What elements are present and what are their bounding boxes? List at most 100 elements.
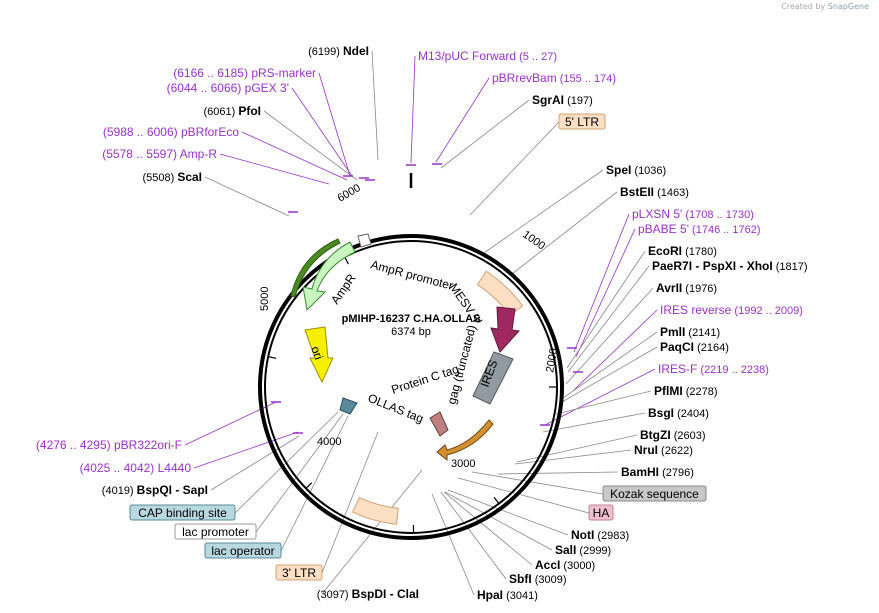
site-name: SbfI [509, 572, 532, 586]
site-position: (3097) [317, 589, 352, 601]
site-label-paer7i-pspxi-xhoi: PaeR7I - PspXI - XhoI (1817) [652, 259, 808, 273]
tick-label-1000: 1000 [520, 229, 547, 253]
site-label-pbrforeco: (5988 .. 6006) pBRforEco [103, 125, 239, 139]
site-name: M13/pUC Forward [418, 49, 516, 63]
site-position: (6199) [308, 46, 343, 58]
site-name: SpeI [606, 163, 631, 177]
leader-line [435, 77, 490, 163]
site-name: pGEX 3' [245, 81, 289, 95]
site-position: (1780) [682, 246, 717, 258]
site-position: (3041) [503, 590, 538, 602]
site-name: Amp-R [180, 147, 218, 161]
site-label-pflmi: PflMI (2278) [654, 384, 718, 398]
site-position: (3009) [532, 574, 567, 586]
tick-mark [344, 256, 349, 265]
leader-line [210, 435, 300, 491]
leader-line [573, 309, 658, 391]
site-name: pBR322ori-F [114, 438, 182, 452]
leader-line [566, 250, 646, 369]
feature-box-kozak-sequence [602, 485, 707, 502]
site-position: (2278) [683, 386, 718, 398]
site-name: AccI [535, 558, 560, 572]
site-label-amp-r: (5578 .. 5597) Amp-R [102, 147, 217, 161]
feature-box-3-ltr [275, 564, 323, 581]
site-position: (2603) [671, 430, 706, 442]
tick-mark [305, 482, 313, 489]
site-name: IRES-F [658, 362, 697, 376]
site-position: (2983) [594, 530, 629, 542]
leader-line [511, 191, 618, 275]
tick-label-2000: 2000 [544, 347, 560, 373]
site-label-l4440: (4025 .. 4042) L4440 [80, 461, 192, 475]
site-position: (2164) [694, 342, 729, 354]
site-position: (2622) [658, 445, 693, 457]
site-name: BspDI - ClaI [352, 587, 419, 601]
site-position: (5578 .. 5597) [102, 147, 179, 161]
site-name: NruI [634, 443, 658, 457]
site-label-pgex-3: (6044 .. 6066) pGEX 3' [167, 81, 289, 95]
feature-box-lac-operator [204, 542, 282, 559]
site-label-sbfi: SbfI (3009) [509, 572, 567, 586]
site-position: (3000) [560, 560, 595, 572]
site-name: IRES reverse [660, 303, 732, 317]
site-name: PfoI [238, 104, 261, 118]
leader-line [555, 390, 652, 415]
site-name: pBABE 5' [638, 222, 689, 236]
site-name: BstEII [620, 185, 654, 199]
snapgene-credit: Created by SnapGene [781, 2, 869, 11]
site-label-bspqi-sapi: (4019) BspQI - SapI [102, 483, 208, 497]
site-name: BtgZI [640, 428, 671, 442]
site-name: EcoRI [648, 244, 682, 258]
leader-line [469, 121, 560, 216]
ltr3-feature [352, 496, 399, 525]
ltr5-feature [476, 270, 524, 316]
site-position: (1036) [631, 165, 666, 177]
site-label-acci: AccI (3000) [535, 558, 595, 572]
leader-line [204, 176, 290, 217]
site-label-sali: SalI (2999) [555, 543, 611, 557]
plasmid-length: 6374 bp [391, 326, 431, 338]
site-position: (5988 .. 6006) [103, 125, 181, 139]
site-label-prs-marker: (6166 .. 6185) pRS-marker [173, 66, 316, 80]
ampr-promoter-box [357, 233, 372, 248]
feature-box-cap-binding-site [129, 504, 236, 521]
features [290, 233, 524, 525]
leader-line [241, 131, 348, 181]
site-name: SgrAI [532, 93, 564, 107]
site-name: BsgI [648, 406, 674, 420]
site-position: (5 .. 27) [516, 51, 557, 63]
ori-feature [304, 326, 334, 384]
tick-mark [268, 356, 277, 359]
leader-line [318, 72, 351, 177]
site-position: (1463) [654, 187, 689, 199]
tick-label-6000: 6000 [336, 182, 363, 205]
site-position: (2404) [674, 408, 709, 420]
site-position: (4019) [102, 485, 137, 497]
site-position: (6044 .. 6066) [167, 81, 245, 95]
site-position: (6061) [203, 106, 238, 118]
leader-line [497, 471, 619, 475]
site-label-pmli: PmlI (2141) [660, 325, 720, 339]
feature-box-label-ha: HA [593, 506, 610, 520]
leader-line [440, 491, 507, 580]
leader-line [291, 87, 353, 177]
feature-box-label-lac-promoter: lac promoter [182, 525, 249, 539]
tick-mark [493, 496, 500, 504]
tick-label-3000: 3000 [451, 458, 475, 470]
feature-box-5-ltr [558, 113, 606, 130]
site-label-ires-f: IRES-F (2219 .. 2238) [658, 362, 769, 376]
site-label-bsteii: BstEII (1463) [620, 185, 689, 199]
site-position: (2219 .. 2238) [697, 364, 769, 376]
site-label-paqci: PaqCI (2164) [660, 340, 729, 354]
leader-line [193, 431, 299, 469]
site-label-ecori: EcoRI (1780) [648, 244, 717, 258]
site-label-spei: SpeI (1036) [606, 163, 666, 177]
site-name: HpaI [477, 588, 503, 602]
site-label-hpai: HpaI (3041) [477, 588, 538, 602]
leader-line [575, 228, 636, 358]
tick-label-4000: 4000 [317, 436, 341, 448]
ampr-feature [302, 241, 356, 312]
leader-line [471, 471, 604, 495]
